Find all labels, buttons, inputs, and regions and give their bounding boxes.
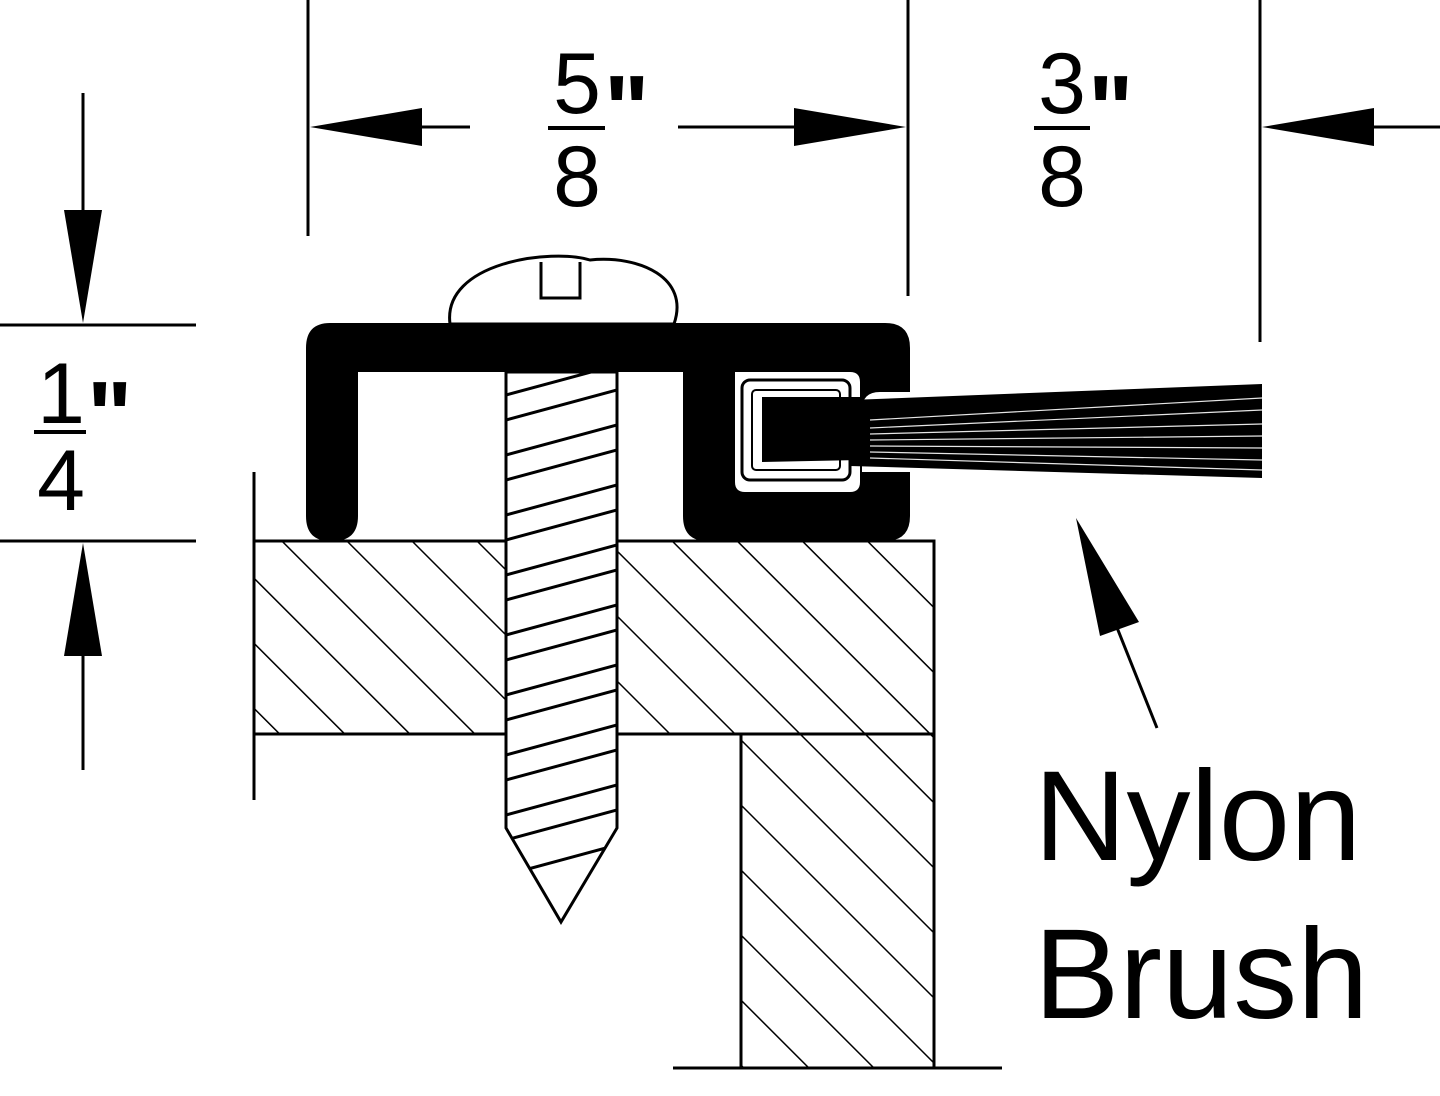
callout-arrowhead xyxy=(1076,518,1139,636)
fraction-denominator: 8 xyxy=(1038,129,1086,225)
substrate-section xyxy=(252,472,1002,1070)
inch-mark: " xyxy=(1088,56,1134,163)
screw-slot xyxy=(539,262,582,300)
inch-mark: " xyxy=(604,56,650,163)
dimension-label-5-8: 5 8 " xyxy=(548,36,650,225)
fraction-numerator: 1 xyxy=(37,346,85,442)
arrow-left-5-8 xyxy=(310,108,422,146)
fraction-numerator: 3 xyxy=(1038,36,1086,132)
arrow-up-1-4 xyxy=(64,543,102,656)
callout-label-line1: Nylon xyxy=(1034,745,1361,888)
dimension-left xyxy=(0,93,196,770)
arrow-down-1-4 xyxy=(64,210,102,323)
inch-mark: " xyxy=(87,362,133,469)
nylon-brush xyxy=(762,384,1263,478)
fraction-numerator: 5 xyxy=(553,36,601,132)
dimension-label-3-8: 3 8 " xyxy=(1034,36,1134,225)
dimension-top xyxy=(306,0,1440,342)
dimension-label-1-4: 1 4 " xyxy=(34,346,133,529)
brush-backing xyxy=(762,397,860,462)
callout-leader xyxy=(1108,609,1159,729)
fraction-denominator: 4 xyxy=(37,433,85,529)
profile-body xyxy=(306,323,910,541)
fraction-denominator: 8 xyxy=(553,129,601,225)
nylon-brush-callout: Nylon Brush xyxy=(1034,518,1368,1046)
callout-label-line2: Brush xyxy=(1034,903,1368,1046)
brush-bristles xyxy=(850,384,1262,478)
vertical-board xyxy=(739,732,936,1070)
arrow-right-5-8 xyxy=(794,108,906,146)
arrow-right-3-8 xyxy=(1262,108,1374,146)
